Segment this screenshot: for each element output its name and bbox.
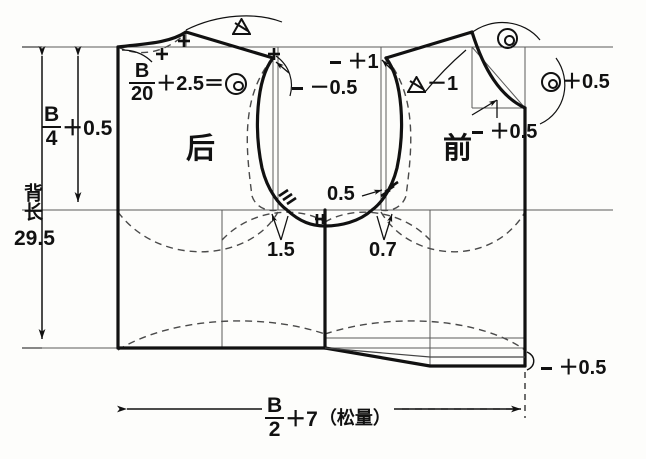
dimension-arrows [22, 46, 521, 413]
back-length-label: 背长 [21, 183, 43, 221]
total-width-fraction: B 2 [265, 394, 285, 442]
front-neckline [470, 30, 527, 110]
auxiliary-dashed-curves [117, 32, 526, 351]
back-length-value: 29.5 [14, 227, 55, 250]
pattern-outline [116, 30, 527, 368]
front-shoulder-slope-value: －1 [427, 73, 459, 95]
back-armhole-curve [255, 56, 327, 228]
front-neck-rise-value: ＋1 [347, 51, 379, 73]
double-circle-symbol [541, 72, 561, 92]
front-neck-width-annotation: ＋0.5 [541, 72, 610, 96]
front-neck-ring-symbol-top [497, 28, 518, 51]
front-hem-line [323, 346, 527, 368]
front-neck-depth-annotation: ＋0.5 [472, 122, 537, 142]
total-width-addend: ＋7 [285, 407, 318, 431]
back-panel-label: 后 [186, 131, 216, 165]
thin-outline-extras [324, 347, 525, 358]
back-shoulder-triangle-symbol [232, 18, 251, 38]
triangle-symbol [407, 75, 426, 93]
double-circle-symbol [225, 72, 248, 96]
dash-lead-mark [292, 86, 303, 90]
back-shoulder-formula: B 20 ＋2.5＝ [129, 60, 248, 106]
back-shoulder-seam [184, 30, 275, 60]
back-neckline [116, 30, 188, 49]
front-hem-drop-annotation: ＋0.5 [541, 358, 606, 378]
dash-lead-mark [541, 366, 552, 370]
front-hem-drop-value: ＋0.5 [558, 357, 607, 379]
front-shoulder-seam [384, 30, 474, 60]
total-width-note: （松量） [318, 408, 391, 430]
front-side-raise-annotation: 0.5 [327, 183, 355, 205]
total-width-dimension: B 2 ＋7 （松量） [262, 394, 394, 443]
front-neck-width-value: ＋0.5 [562, 71, 610, 93]
dash-lead-mark [330, 60, 341, 64]
front-neck-rise-annotation: ＋1 [330, 52, 379, 72]
armhole-depth-fraction: B 4 [42, 103, 62, 151]
equality-tick-marks [156, 35, 399, 224]
front-neck-depth-value: ＋0.5 [489, 121, 538, 143]
back-shoulder-formula-tail: ＋2.5＝ [156, 73, 225, 95]
front-shoulder-slope-annotation: －1 [407, 74, 458, 97]
armhole-depth-addend: ＋0.5 [62, 116, 113, 140]
dash-lead-mark [472, 130, 483, 134]
armhole-depth-dimension: B 4 ＋0.5 [42, 103, 113, 151]
front-panel-label: 前 [443, 131, 473, 165]
leader-lines [121, 15, 566, 371]
triangle-symbol [232, 18, 251, 35]
front-armhole-notch-annotation: 0.7 [369, 239, 397, 261]
back-neck-drop-value: －0.5 [309, 77, 358, 99]
back-armhole-notch-annotation: 1.5 [267, 239, 295, 261]
back-shoulder-fraction: B 20 [129, 60, 156, 105]
back-neck-drop-annotation: －0.5 [292, 78, 357, 98]
double-circle-symbol [497, 28, 518, 49]
